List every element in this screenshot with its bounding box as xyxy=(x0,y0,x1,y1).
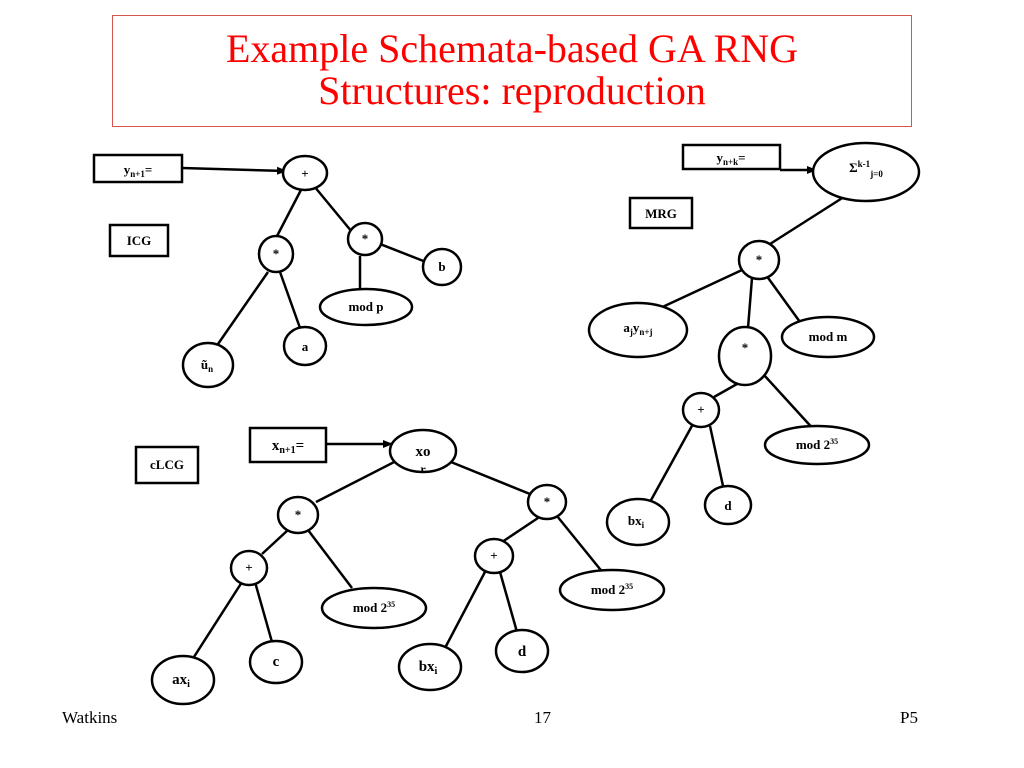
edge xyxy=(655,268,743,312)
icg-plus-node xyxy=(281,154,329,192)
mrg-input-label: yn+k= xyxy=(716,150,745,167)
clcg-label-box xyxy=(134,445,200,485)
mrg-plus-node xyxy=(681,391,721,429)
edge xyxy=(763,374,817,433)
clcg-input-box xyxy=(248,426,328,464)
edge xyxy=(498,571,519,633)
clcg-mod2-left-label: mod 235 xyxy=(353,600,395,615)
icg-plus-label: + xyxy=(301,166,308,181)
title-line-2: Structures: reproduction xyxy=(318,68,706,113)
footer-author: Watkins xyxy=(62,708,118,727)
mrg-mod-m-label: mod m xyxy=(809,329,848,344)
clcg-bx-node xyxy=(397,642,463,692)
mrg-mod2-label: mod 235 xyxy=(796,437,838,452)
mrg-d-node xyxy=(703,484,753,526)
clcg-plus-right-node xyxy=(473,537,515,575)
edge xyxy=(307,529,353,589)
icg-mul-left-label: * xyxy=(273,246,280,261)
mrg-bx-label: bxi xyxy=(628,513,645,530)
edge xyxy=(315,456,403,504)
clcg-plus-left-node xyxy=(229,549,269,587)
title-box: Example Schemata-based GA RNG Structures… xyxy=(112,15,912,127)
mrg-sum-label: Σk-1j=0 xyxy=(849,159,883,179)
icg-u-label: ũn xyxy=(201,357,213,374)
icg-a-node xyxy=(282,325,328,367)
clcg-xor-node xyxy=(388,428,458,474)
edge xyxy=(261,529,289,555)
icg-input-box xyxy=(92,153,184,184)
icg-input-label: yn+1= xyxy=(124,162,153,179)
input-arrow xyxy=(181,166,287,175)
icg-mul-right-node xyxy=(346,221,384,257)
mrg-d-label: d xyxy=(724,498,732,513)
edge xyxy=(501,516,539,544)
mrg-ajy-node xyxy=(587,301,689,359)
clcg-mod2-right-label: mod 235 xyxy=(591,582,633,597)
mrg-label-box xyxy=(628,196,694,230)
mrg-mod2-node xyxy=(763,424,871,466)
clcg-input-label: xn+1= xyxy=(272,438,304,456)
mrg-mul-top-label: * xyxy=(756,252,763,267)
mrg-label: MRG xyxy=(645,206,677,221)
icg-label: ICG xyxy=(127,233,152,248)
clcg-ax-label: axi xyxy=(172,672,190,690)
clcg-plus-left-label: + xyxy=(245,560,252,575)
edge xyxy=(274,187,304,239)
clcg-d-label: d xyxy=(518,644,527,660)
footer-slide-id: P5 xyxy=(900,708,918,727)
clcg-mul-left-label: * xyxy=(295,507,302,522)
icg-u-node xyxy=(181,341,235,389)
clcg-c-label: c xyxy=(273,654,280,670)
clcg-mul-right-node xyxy=(526,483,568,521)
edge xyxy=(278,271,302,329)
mrg-mul-mid-label: * xyxy=(742,340,749,355)
clcg-bx-label: bxi xyxy=(419,659,438,677)
icg-mod-node xyxy=(318,287,414,327)
edge xyxy=(556,515,605,575)
mrg-ajy-label: ajyn+j xyxy=(623,320,652,337)
clcg-ax-node xyxy=(150,654,216,706)
clcg-label: cLCG xyxy=(150,457,184,472)
clcg-plus-right-label: + xyxy=(490,548,497,563)
edge xyxy=(216,271,270,345)
mrg-mod-m-node xyxy=(780,315,876,359)
icg-mul-left-node xyxy=(257,234,295,274)
icg-tree xyxy=(181,166,427,345)
mrg-sum-node xyxy=(811,141,921,203)
mrg-plus-label: + xyxy=(697,402,704,417)
icg-b-label: b xyxy=(438,259,445,274)
mrg-bx-node xyxy=(605,497,671,547)
clcg-mod2-right-node xyxy=(558,568,666,612)
clcg-mul-right-label: * xyxy=(544,494,551,509)
edge xyxy=(313,185,353,233)
icg-b-node xyxy=(421,247,463,287)
edge xyxy=(708,425,725,487)
edge xyxy=(445,458,531,496)
clcg-d-node xyxy=(494,628,550,674)
footer-page-number: 17 xyxy=(534,708,551,727)
mrg-mul-mid-node xyxy=(717,325,773,387)
edge xyxy=(746,277,754,329)
edge xyxy=(253,581,274,643)
edge xyxy=(764,274,802,323)
edge xyxy=(443,569,488,649)
clcg-mod2-left-node xyxy=(320,586,428,630)
mrg-input-box xyxy=(681,143,782,171)
icg-a-label: a xyxy=(302,339,309,354)
icg-mod-label: mod p xyxy=(348,299,383,314)
icg-label-box xyxy=(108,223,170,258)
clcg-c-node xyxy=(248,639,304,685)
icg-mul-right-label: * xyxy=(362,231,369,246)
edge xyxy=(190,581,244,661)
clcg-tree xyxy=(190,440,605,661)
title-line-1: Example Schemata-based GA RNG xyxy=(225,26,799,71)
edge xyxy=(379,242,427,264)
edge xyxy=(648,423,695,503)
clcg-mul-left-node xyxy=(276,495,320,535)
mrg-mul-top-node xyxy=(737,239,781,281)
